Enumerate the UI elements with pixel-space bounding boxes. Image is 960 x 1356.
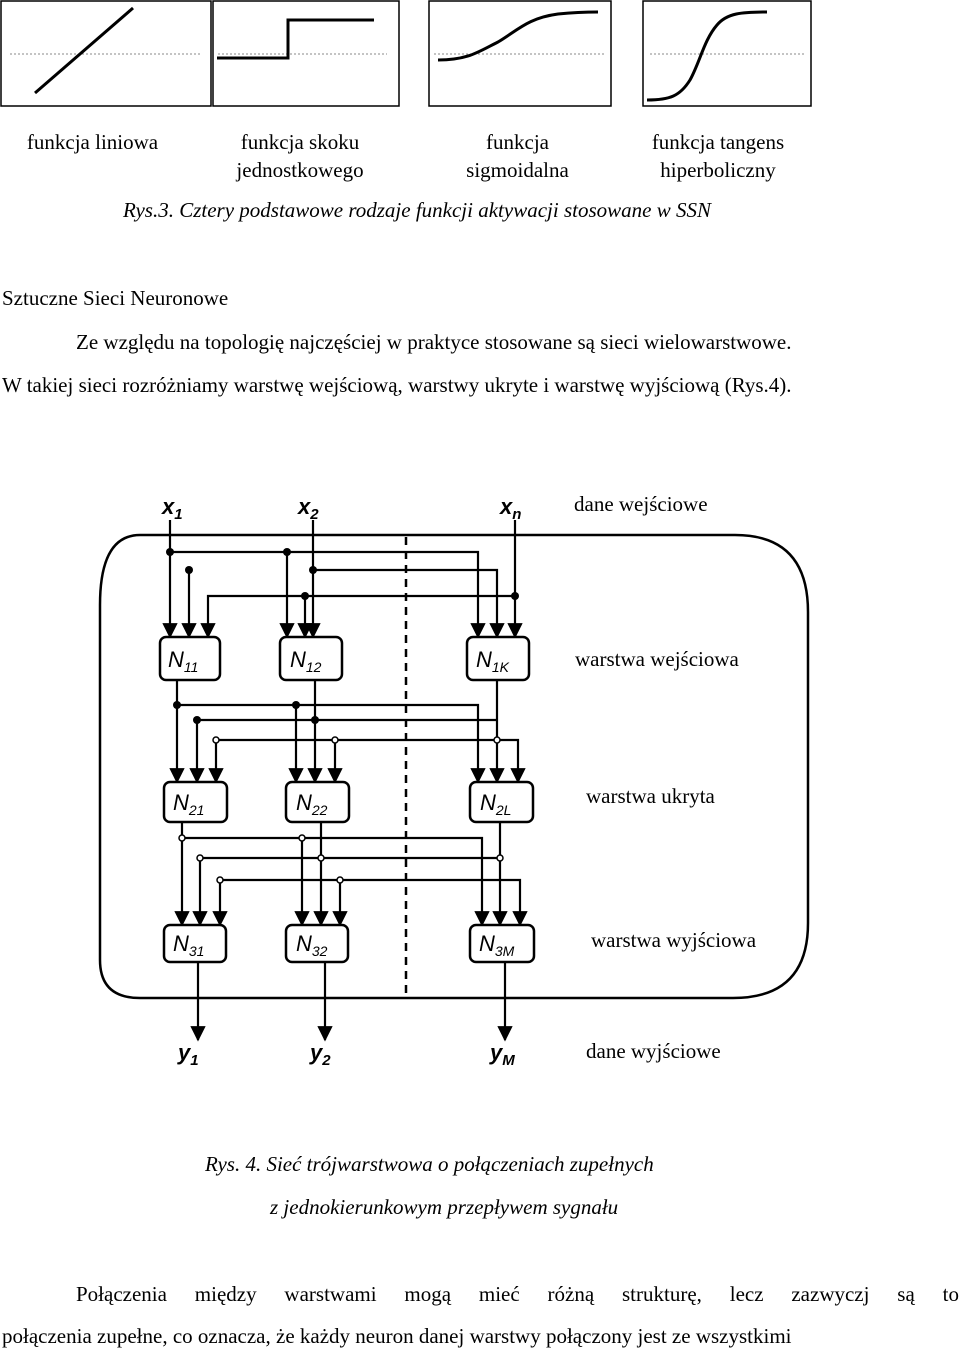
layer2-junctions [178,834,504,884]
paragraph-line-2: W takiej sieci rozróżniamy warstwę wejśc… [2,373,792,397]
caption-linear-line1: funkcja liniowa [26,130,159,154]
neuron-label-n11: N11 [168,647,198,675]
input-label-2: x2 [297,494,319,523]
neuron-label-n21: N21 [173,790,204,818]
layer-label-output: warstwa wyjściowa [591,928,757,952]
network-frame [98,533,810,1000]
footer-line-2: połączenia zupełne, co oznacza, że każdy… [2,1324,792,1348]
activation-panel-step [212,0,400,108]
neuron-label-n1k: N1K [476,647,510,675]
neuron-box-n11 [158,635,222,682]
tanh-function-plot [642,0,812,107]
neuron-box-n3m [468,923,536,964]
neuron-box-n12 [278,635,344,682]
figure3-caption: Rys.3. Cztery podstawowe rodzaje funkcji… [123,198,711,222]
footer-word: mogą [404,1282,452,1306]
outputs-label: dane wyjściowe [586,1039,721,1063]
inputs-label: dane wejściowe [574,492,708,516]
caption-sigmoid: funkcja sigmoidalna [425,128,610,184]
caption-step-line1: funkcja skoku [240,130,360,154]
figure4-caption-line2: z jednokierunkowym przepływem sygnału [270,1195,619,1219]
figure4-caption-line1: Rys. 4. Sieć trójwarstwowa o połączeniac… [205,1152,654,1176]
output-label-1: y1 [177,1040,199,1069]
neuron-label-n3m: N3M [479,931,515,959]
layer1-connections [169,680,526,784]
input-label-1: x1 [161,494,183,523]
layer-label-input: warstwa wejściowa [575,647,739,671]
layer-label-hidden: warstwa ukryta [586,784,715,808]
caption-linear: funkcja liniowa [0,128,185,156]
input-connections [162,520,523,639]
neuron-label-n2l: N2L [480,790,511,818]
caption-step-line2: jednostkowego [236,158,364,182]
neuron-box-n2l [468,780,535,824]
neuron-box-n31 [162,923,228,964]
footer-word: są [897,1282,915,1306]
neuron-label-n32: N32 [296,931,328,959]
footer-word: mieć [478,1282,520,1306]
caption-tanh: funkcja tangens hiperboliczny [628,128,808,184]
caption-tanh-line1: funkcja tangens [651,130,785,154]
activation-panel-linear [0,0,212,108]
input-junctions [166,548,519,600]
caption-sigmoid-line1: funkcja [486,130,549,154]
footer-word: różną [547,1282,595,1306]
linear-function-plot [0,0,212,107]
output-label-m: yM [489,1040,515,1069]
activation-panel-tanh [642,0,812,108]
neuron-label-n22: N22 [296,790,328,818]
footer-word: lecz [729,1282,764,1306]
network-diagram: x1 x2 xn N11 N12 N1K N21 N22 N2L N31 N32… [98,494,810,1069]
activation-panel-sigmoid [428,0,612,108]
caption-step: funkcja skoku jednostkowego [205,128,395,184]
input-label-n: xn [499,494,521,523]
neuron-box-n32 [284,923,350,964]
layer1-junctions [173,701,501,744]
step-function-plot [212,0,400,107]
neuron-box-n21 [162,780,229,824]
output-connections [190,962,513,1042]
footer-word: strukturę, [622,1282,702,1306]
paragraph-line-1: Ze względu na topologię najczęściej w pr… [76,330,792,354]
neuron-label-n31: N31 [173,931,204,959]
layer2-connections [174,822,528,927]
footer-word: między [194,1282,257,1306]
caption-tanh-line2: hiperboliczny [660,158,776,182]
sigmoid-function-plot [428,0,612,107]
footer-word: zazwyczj [791,1282,870,1306]
footer-word: Połączenia [76,1282,167,1306]
neuron-box-n1k [465,635,531,682]
footer-word: to [942,1282,959,1306]
output-label-2: y2 [309,1040,331,1069]
neuron-boxes [158,635,536,964]
caption-sigmoid-line2: sigmoidalna [466,158,569,182]
footer-line-1: Połączenia między warstwami mogą mieć ró… [2,1282,959,1307]
neuron-box-n22 [284,780,351,824]
section-heading: Sztuczne Sieci Neuronowe [2,286,229,310]
footer-word: warstwami [284,1282,377,1306]
neuron-label-n12: N12 [290,647,322,675]
